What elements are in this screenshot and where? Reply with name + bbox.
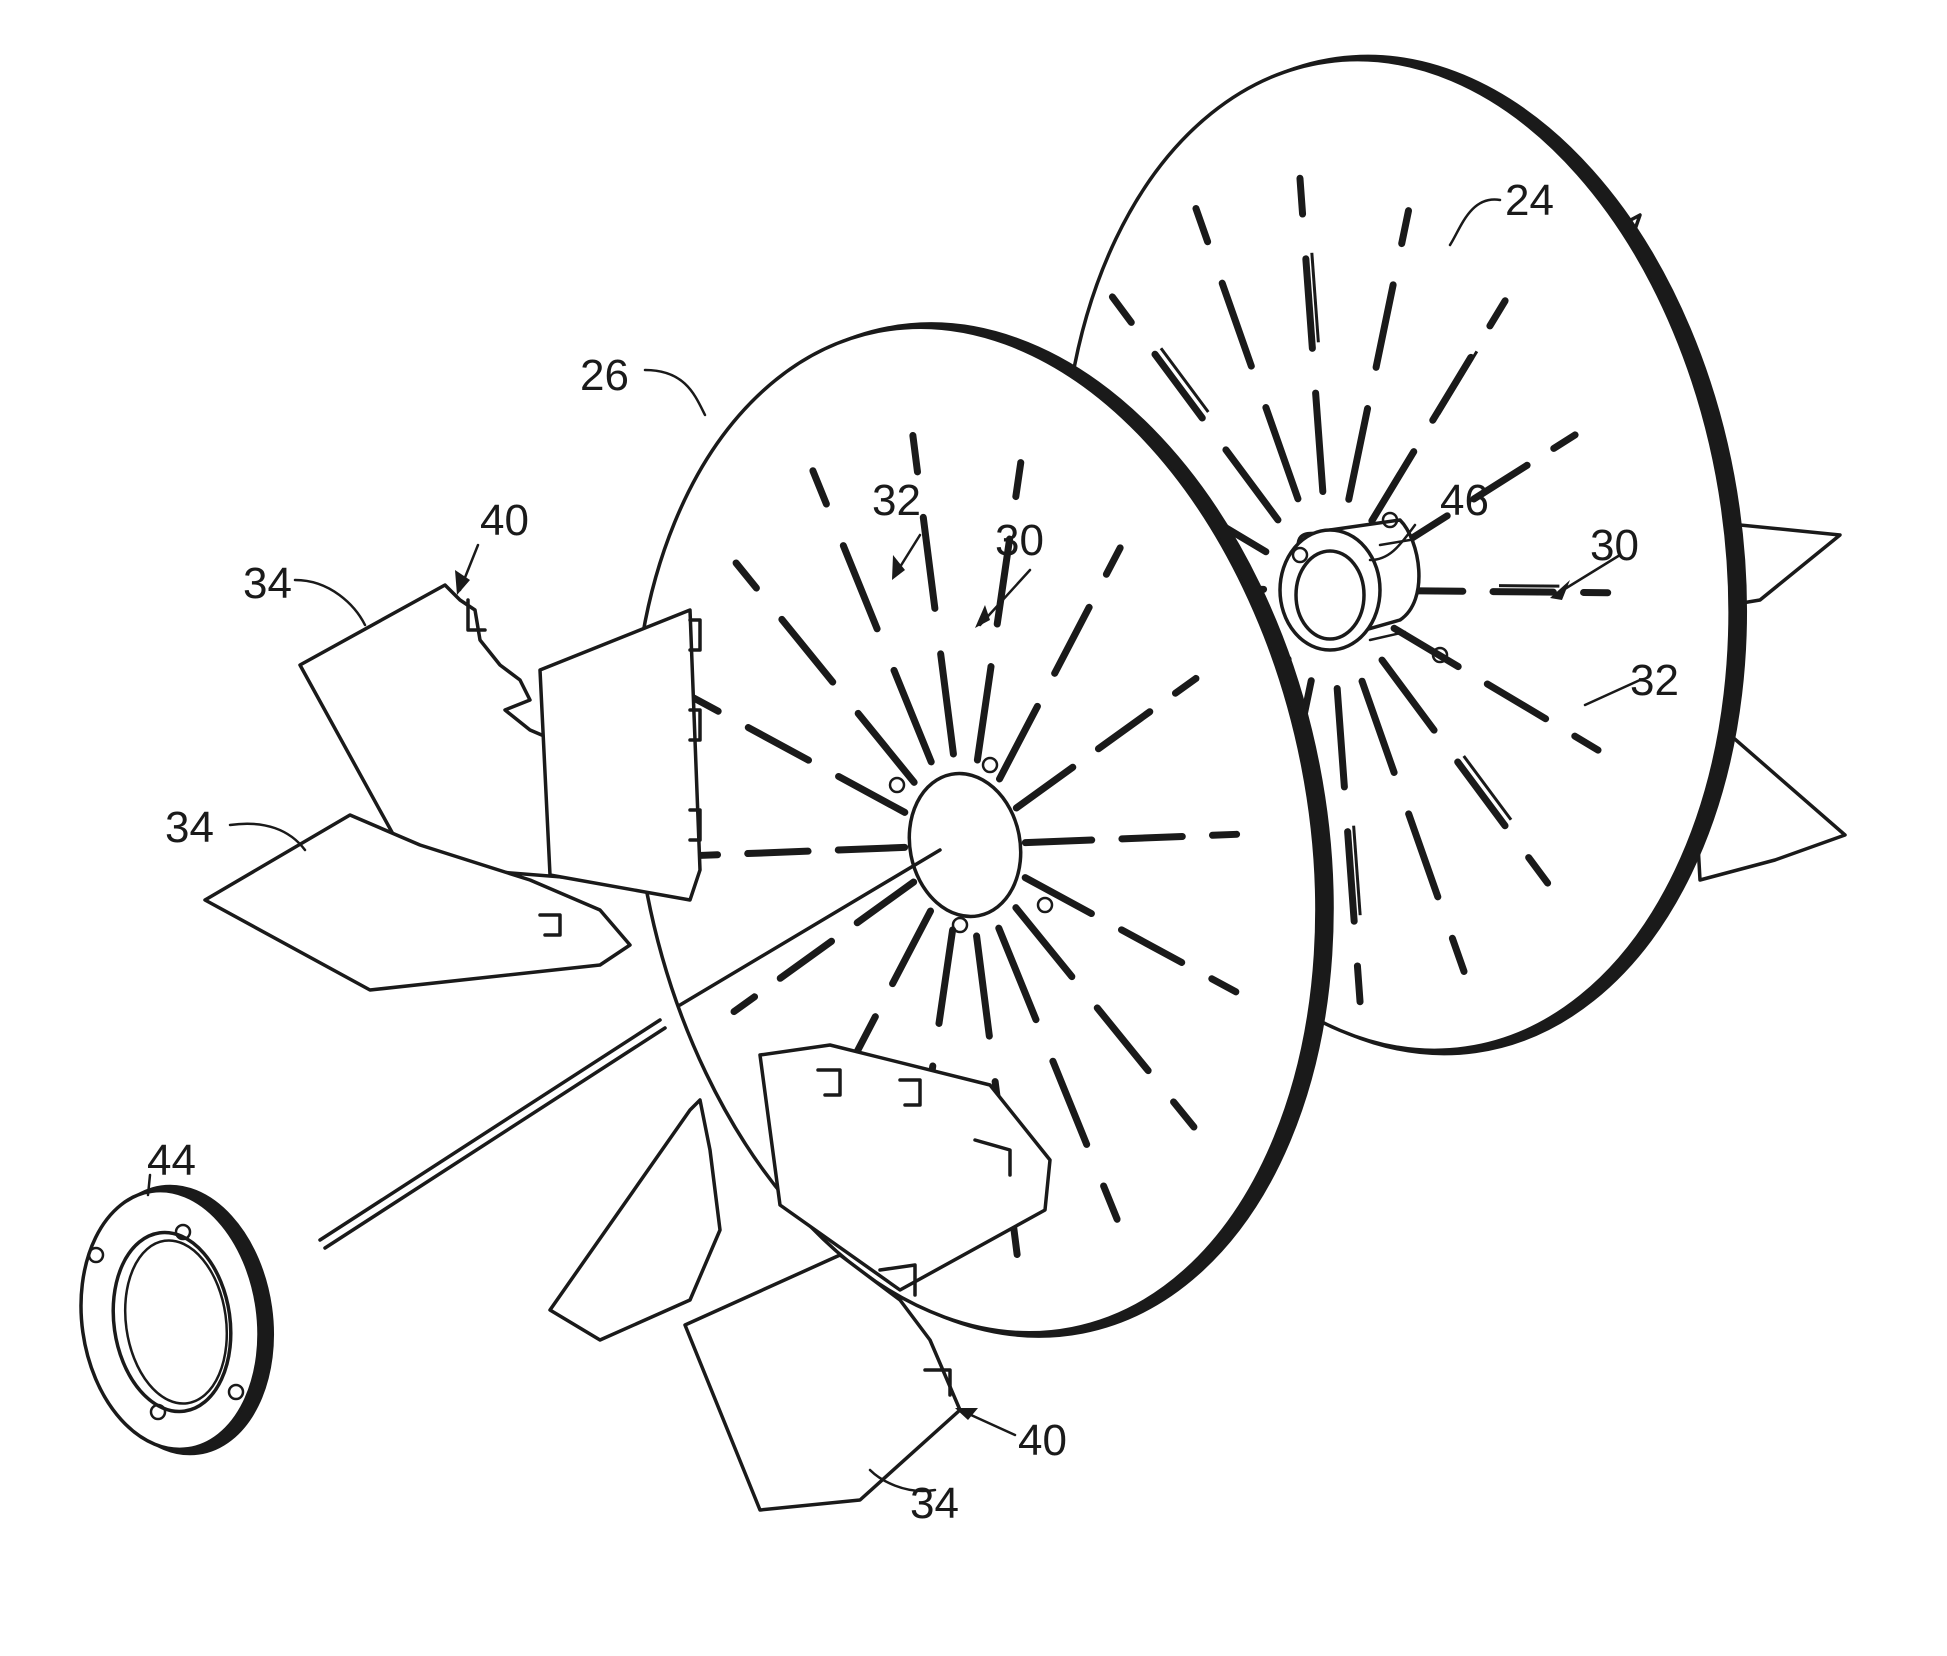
label-34-top: 34 [243,559,292,608]
label-32-front: 32 [872,476,921,525]
label-40-top: 40 [480,496,529,545]
label-26: 26 [580,351,629,400]
label-30-front: 30 [995,516,1044,565]
hub-slot [1357,966,1360,1002]
hub-slot [1122,836,1182,838]
flange-ring [65,1174,290,1467]
hub-slot [1016,463,1021,497]
hub-slot [1493,592,1553,593]
label-24: 24 [1505,176,1554,225]
label-40-bottom: 40 [1018,1416,1067,1465]
label-34-bottom: 34 [910,1479,959,1528]
label-30-rear: 30 [1590,521,1639,570]
hub-slot [1025,840,1091,843]
hub-slot-edge [1499,586,1559,587]
label-34-mid: 34 [165,803,214,852]
label-46: 46 [1440,476,1489,525]
hub-slot [913,435,918,471]
label-32-rear: 32 [1630,656,1679,705]
hub-slot [1212,834,1236,835]
hub-slot [838,847,904,850]
hub-slot [748,851,808,853]
hub-slot [1300,178,1303,214]
label-44: 44 [147,1136,196,1185]
